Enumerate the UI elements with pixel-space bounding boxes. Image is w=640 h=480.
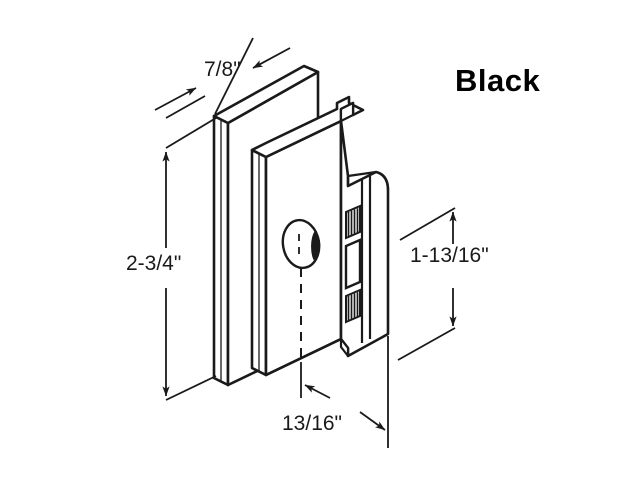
- dimension-width-bottom: [300, 336, 389, 448]
- strike-slot-top-ribbed: [345, 204, 361, 240]
- dimension-height-left: [162, 117, 217, 401]
- dimension-label-width-bottom: 13/16": [282, 412, 343, 435]
- dimension-label-depth-top: 7/8": [204, 58, 241, 81]
- finish-label: Black: [455, 63, 541, 98]
- strike-slot-middle: [344, 238, 362, 290]
- dimension-label-height-left: 2-3/4": [126, 252, 182, 275]
- centerline-dashed: [298, 234, 302, 362]
- strike-plate: [339, 119, 390, 358]
- dimension-depth-top: [154, 37, 291, 119]
- thumbturn-knob: [281, 218, 321, 270]
- dimension-height-right: [397, 207, 457, 361]
- strike-slot-bottom-ribbed: [345, 288, 361, 324]
- dimension-label-height-right: 1-13/16": [410, 244, 489, 267]
